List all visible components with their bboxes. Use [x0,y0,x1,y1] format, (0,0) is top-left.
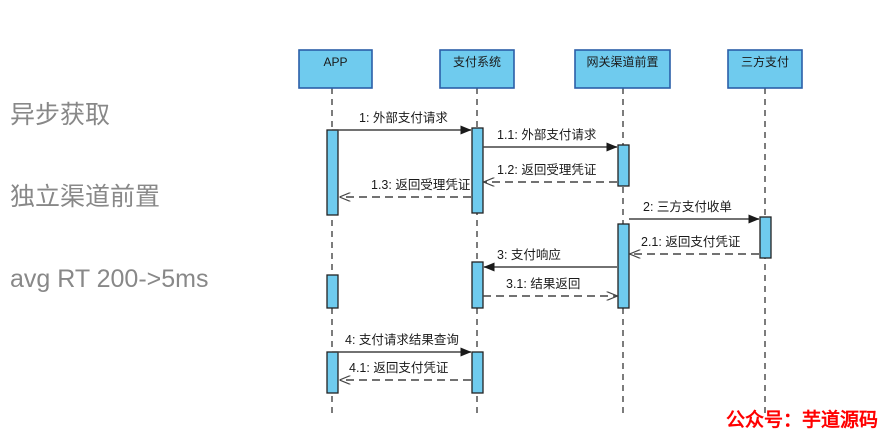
participant-box-third-party[interactable] [727,49,803,89]
activation-bar-pay-system [471,351,484,394]
participant-label-third-party: 三方支付 [741,54,789,69]
participant-box-pay-system[interactable] [439,49,515,89]
message-label-m4: 4: 支付请求结果查询 [345,333,459,347]
note-channel: 独立渠道前置 [10,183,161,211]
message-label-m1_3: 1.3: 返回受理凭证 [371,177,471,192]
message-label-m3: 3: 支付响应 [497,247,561,262]
participant-box-gateway[interactable] [574,49,671,89]
activation-bar-third-party [759,216,772,259]
participant-gateway[interactable]: 网关渠道前置 [574,49,671,89]
message-m2_1: 2.1: 返回支付凭证 [630,234,759,254]
note-async: 异步获取 [10,101,111,129]
activation-bar-gateway [617,144,630,187]
message-m1: 1: 外部支付请求 [332,110,472,135]
activation-bar-app [326,129,339,216]
message-m3_1: 3.1: 结果返回 [483,277,617,296]
message-m4: 4: 支付请求结果查询 [332,333,472,357]
participant-label-gateway: 网关渠道前置 [586,54,658,69]
message-label-m2: 2: 三方支付收单 [643,199,732,214]
message-m1_1: 1.1: 外部支付请求 [483,127,618,152]
participant-label-pay-system: 支付系统 [453,55,501,69]
participant-app[interactable]: APP [298,49,373,89]
participant-pay-system[interactable]: 支付系统 [439,49,515,89]
messages-group: 1: 外部支付请求 1.1: 外部支付请求 1.2: 返回受理凭证 1.3: 返回受理… [332,110,760,380]
message-m1_3: 1.3: 返回受理凭证 [340,177,471,197]
activation-bar-app [326,351,339,394]
activation-bar-app [326,274,339,309]
message-m4_1: 4.1: 返回支付凭证 [340,360,471,380]
note-latency: avg RT 200->5ms [10,265,209,293]
activation-bar-pay-system [471,127,484,214]
message-label-m2_1: 2.1: 返回支付凭证 [641,234,741,249]
message-m2: 2: 三方支付收单 [629,199,760,224]
participant-label-app: APP [323,55,347,69]
message-label-m3_1: 3.1: 结果返回 [506,277,580,291]
participant-third-party[interactable]: 三方支付 [727,49,803,89]
activation-bar-pay-system [471,261,484,309]
watermark-label: 公众号：芋道源码 [725,410,878,431]
message-label-m1: 1: 外部支付请求 [359,110,448,125]
participant-boxes-group: APP 支付系统 网关渠道前置 三方支付 [298,49,803,89]
activation-bar-gateway [617,223,630,309]
annotation-notes: 异步获取 独立渠道前置 avg RT 200->5ms [10,100,290,346]
message-m3: 3: 支付响应 [483,247,617,272]
message-label-m1_2: 1.2: 返回受理凭证 [497,162,597,177]
participant-box-app[interactable] [298,49,373,89]
message-m1_2: 1.2: 返回受理凭证 [484,162,617,182]
message-label-m1_1: 1.1: 外部支付请求 [497,127,597,142]
message-label-m4_1: 4.1: 返回支付凭证 [349,360,449,375]
